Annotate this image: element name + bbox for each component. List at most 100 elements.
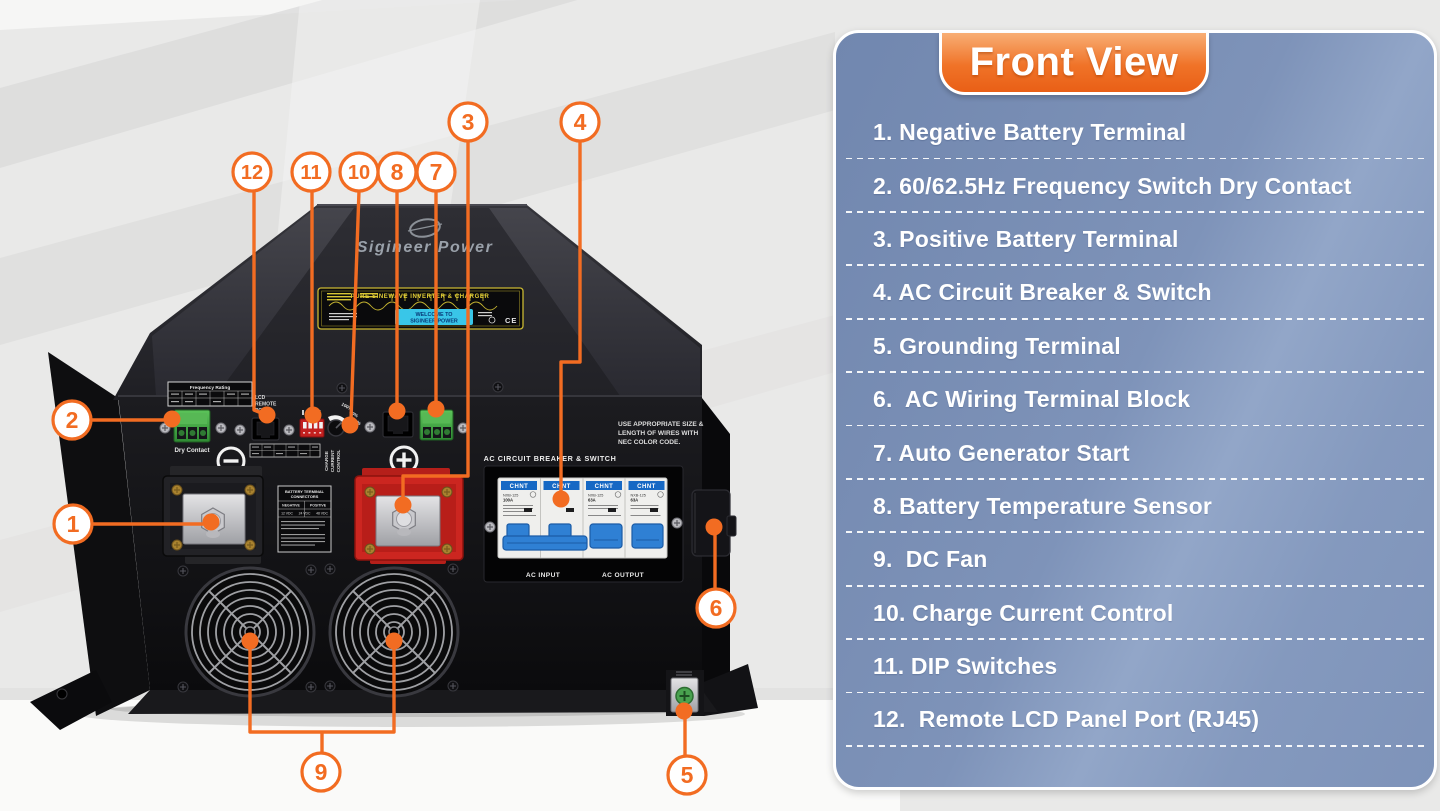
svg-text:8: 8 bbox=[391, 159, 404, 185]
breaker-amp-output-1: 63A bbox=[588, 498, 596, 503]
ce-mark: CE bbox=[505, 316, 517, 325]
list-item-label: 7. Auto Generator Start bbox=[873, 439, 1130, 466]
breaker-brand-3: CHNT bbox=[595, 484, 614, 490]
deck-screw bbox=[336, 382, 348, 394]
battery-label-neg: NEGATIVE bbox=[282, 504, 300, 508]
callout-dot-7 bbox=[427, 400, 445, 418]
callout-dot-6 bbox=[705, 518, 723, 536]
svg-text:12: 12 bbox=[241, 162, 263, 184]
callout-dot-9a bbox=[241, 632, 259, 650]
callout-dot-5 bbox=[675, 702, 693, 720]
battery-label-48v: 48 VDC bbox=[316, 512, 328, 516]
ac-input-label: AC INPUT bbox=[526, 572, 560, 579]
callout-6: 6 bbox=[695, 587, 737, 629]
breaker-fineprint bbox=[503, 505, 661, 516]
callouts: 1 2 3 4 5 6 7 8 9 10 11 12 bbox=[51, 101, 737, 796]
callout-7: 7 bbox=[415, 151, 457, 193]
svg-text:11: 11 bbox=[300, 162, 321, 184]
breaker-brand-1: CHNT bbox=[510, 484, 529, 490]
callout-lines bbox=[91, 141, 717, 756]
callout-dot-10 bbox=[341, 416, 359, 434]
breaker-handles bbox=[502, 523, 664, 551]
list-item-label: 3. Positive Battery Terminal bbox=[873, 225, 1179, 252]
spec-label-title: PURE SINEWAVE INVERTER & CHARGER bbox=[351, 294, 490, 300]
svg-text:10: 10 bbox=[348, 162, 370, 184]
list-item-1: 1. Negative Battery Terminal bbox=[836, 106, 1434, 160]
list-item-6: 6. AC Wiring Terminal Block bbox=[836, 373, 1434, 427]
dip-switches bbox=[299, 410, 325, 438]
lcd-line2: REMOTE bbox=[255, 402, 277, 408]
breaker-model-3: NXB-125 bbox=[588, 494, 603, 498]
callout-dot-3 bbox=[394, 496, 412, 514]
left-side-panel bbox=[48, 352, 150, 716]
list-item-5: 5. Grounding Terminal bbox=[836, 320, 1434, 374]
breaker-brand-4: CHNT bbox=[637, 484, 656, 490]
callout-dot-1 bbox=[202, 513, 220, 531]
panel-title-tab: Front View bbox=[939, 33, 1209, 95]
callout-1: 1 bbox=[52, 503, 94, 545]
callout-11: 11 bbox=[290, 151, 332, 193]
list-item-2: 2. 60/62.5Hz Frequency Switch Dry Contac… bbox=[836, 159, 1434, 214]
wires-note-1: USE APPROPRIATE SIZE & bbox=[618, 421, 704, 428]
welcome-line2: SIGINEER POWER bbox=[410, 319, 458, 325]
spec-label: PURE SINEWAVE INVERTER & CHARGER WELCOME… bbox=[317, 287, 524, 330]
callout-4: 4 bbox=[559, 101, 601, 143]
wires-note: USE APPROPRIATE SIZE & LENGTH OF WIRES W… bbox=[618, 421, 704, 446]
battery-terminal-label: BATTERY TERMINAL CONNECTORS NEGATIVE POS… bbox=[277, 485, 332, 553]
svg-text:6: 6 bbox=[710, 595, 723, 621]
dc-fan-right bbox=[328, 566, 460, 698]
dial-100: 100% bbox=[341, 402, 354, 412]
callout-line-9 bbox=[248, 646, 396, 753]
list-item-label: 9. DC Fan bbox=[873, 546, 988, 573]
callout-2: 2 bbox=[51, 399, 93, 441]
front-view-panel: Front View 1. Negative Battery Terminal … bbox=[833, 30, 1437, 790]
callout-9: 9 bbox=[300, 751, 342, 793]
list-item-7: 7. Auto Generator Start bbox=[836, 426, 1434, 481]
dial-caption-1: CHARGE bbox=[324, 451, 329, 471]
list-item-label: 6. AC Wiring Terminal Block bbox=[873, 386, 1191, 413]
callout-line-4 bbox=[559, 141, 582, 494]
svg-text:4: 4 bbox=[574, 109, 587, 135]
callout-dot-4 bbox=[552, 490, 570, 508]
positive-battery-terminal bbox=[354, 468, 464, 564]
panel-list: 1. Negative Battery Terminal 2. 60/62.5H… bbox=[836, 106, 1434, 748]
list-item-4: 4. AC Circuit Breaker & Switch bbox=[836, 266, 1434, 320]
callout-3: 3 bbox=[447, 101, 489, 143]
lcd-line1: LCD bbox=[255, 395, 266, 401]
list-item-11: 11. DIP Switches bbox=[836, 640, 1434, 694]
svg-text:5: 5 bbox=[681, 762, 694, 788]
left-foot-bracket bbox=[30, 670, 112, 730]
callout-circles: 1 2 3 4 5 6 7 8 9 10 11 12 bbox=[51, 101, 737, 796]
top-right-wing bbox=[489, 208, 700, 396]
brand-text: Sigineer Power bbox=[357, 239, 494, 256]
label-micro-notes bbox=[329, 312, 492, 321]
list-item-label: 11. DIP Switches bbox=[873, 653, 1058, 680]
dry-contact-label: Dry Contact bbox=[174, 447, 209, 454]
ac-output-label: AC OUTPUT bbox=[602, 572, 644, 579]
list-item-label: 1. Negative Battery Terminal bbox=[873, 119, 1187, 146]
callout-10: 10 bbox=[338, 151, 380, 193]
list-item-label: 10. Charge Current Control bbox=[873, 599, 1174, 626]
dip-function-table bbox=[249, 443, 321, 458]
list-item-label: 8. Battery Temperature Sensor bbox=[873, 492, 1212, 519]
battery-label-24v: 24 VDC bbox=[299, 512, 311, 516]
list-item-8: 8. Battery Temperature Sensor bbox=[836, 480, 1434, 534]
battery-label-title1: BATTERY TERMINAL bbox=[285, 489, 325, 494]
breaker-header: AC CIRCUIT BREAKER & SWITCH bbox=[484, 454, 617, 463]
callout-5: 5 bbox=[666, 754, 708, 796]
list-item-10: 10. Charge Current Control bbox=[836, 587, 1434, 641]
list-item-label: 4. AC Circuit Breaker & Switch bbox=[873, 279, 1212, 306]
svg-text:3: 3 bbox=[462, 109, 475, 135]
welcome-line1: WELCOME TO bbox=[415, 312, 452, 318]
breaker-amp-input: 100A bbox=[503, 498, 513, 503]
dial-50: 50% bbox=[349, 410, 359, 419]
wires-note-3: NEC COLOR CODE. bbox=[618, 439, 680, 446]
svg-text:1: 1 bbox=[67, 511, 80, 537]
spec-micro-text bbox=[327, 293, 378, 301]
callout-dots bbox=[163, 400, 723, 720]
ac-circuit-breaker: AC CIRCUIT BREAKER & SWITCH CHNT CHNT CH… bbox=[483, 454, 684, 583]
brand-logo: Sigineer Power bbox=[357, 218, 494, 256]
battery-label-12v: 12 VDC bbox=[281, 512, 293, 516]
